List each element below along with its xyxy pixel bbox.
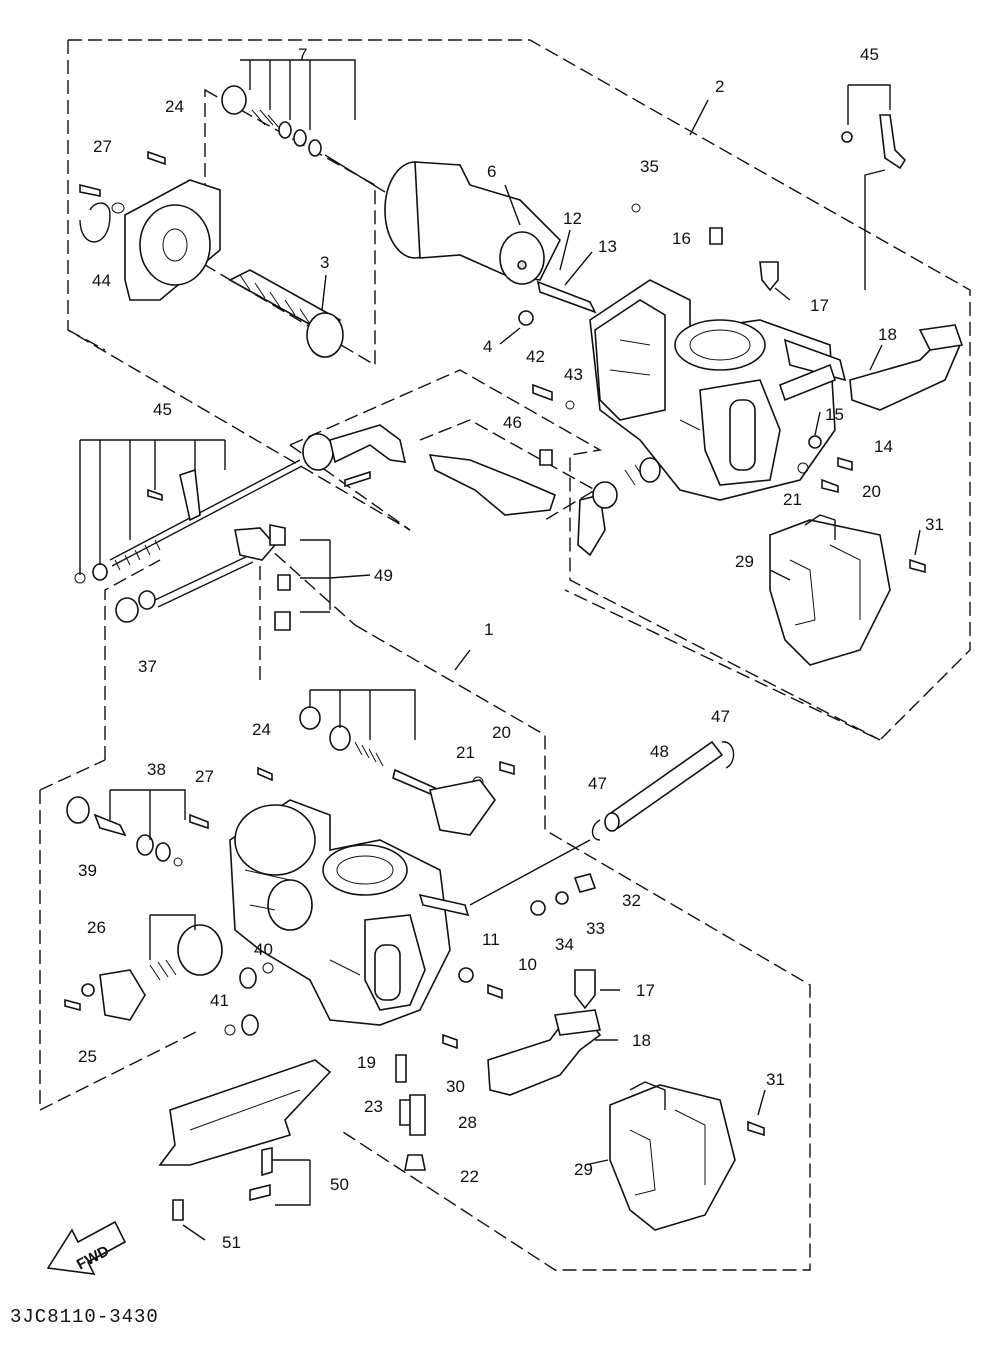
- group-outline-upper: [67, 39, 971, 760]
- callout-29-lower: 29: [574, 1160, 593, 1179]
- callout-48: 48: [650, 742, 669, 761]
- callout-33: 33: [586, 919, 605, 938]
- callout-15: 15: [825, 405, 844, 424]
- callout-22: 22: [460, 1167, 479, 1186]
- callout-2: 2: [715, 77, 724, 96]
- upper-small-parts: [518, 203, 779, 410]
- callout-47-lower: 47: [588, 774, 607, 793]
- leader-lines: [79, 59, 921, 1241]
- callout-17-lower: 17: [636, 981, 655, 1000]
- callout-18-upper: 18: [878, 325, 897, 344]
- callout-31-lower: 31: [766, 1070, 785, 1089]
- callout-11: 11: [482, 930, 500, 949]
- callout-47-upper: 47: [711, 707, 730, 726]
- callout-16: 16: [672, 229, 691, 248]
- callout-49: 49: [374, 566, 393, 585]
- lower-needle-stack: [299, 706, 436, 797]
- callout-14: 14: [874, 437, 893, 456]
- drawing-code: 3JC8110-3430: [10, 1306, 159, 1328]
- callout-19: 19: [357, 1053, 376, 1072]
- callout-44: 44: [92, 271, 111, 290]
- callout-30: 30: [446, 1077, 465, 1096]
- lower-17-18: [487, 969, 602, 1096]
- callout-41: 41: [210, 991, 229, 1010]
- callout-45-upper: 45: [860, 45, 879, 64]
- throttle-shaft-assembly: [74, 459, 303, 631]
- callout-39: 39: [78, 861, 97, 880]
- callout-38: 38: [147, 760, 166, 779]
- callout-17-upper: 17: [810, 296, 829, 315]
- part-3-spring: [228, 269, 344, 358]
- callout-28: 28: [458, 1113, 477, 1132]
- callout-26: 26: [87, 918, 106, 937]
- callout-34: 34: [555, 935, 574, 954]
- callout-24-lower: 24: [252, 720, 271, 739]
- callout-12: 12: [563, 209, 582, 228]
- lower-29-bowl: [609, 1081, 765, 1231]
- callout-29-upper: 29: [735, 552, 754, 571]
- part-18-upper: [849, 324, 964, 411]
- part-48-hose: [469, 740, 735, 906]
- callout-23: 23: [364, 1097, 383, 1116]
- callout-21-lower: 21: [456, 743, 475, 762]
- callout-7: 7: [298, 45, 307, 64]
- part-6-piston: [384, 161, 561, 285]
- linkage-levers: [302, 424, 661, 557]
- callout-1: 1: [484, 620, 493, 639]
- part-7-needle-stack: [221, 85, 386, 193]
- part-29-upper-bowl: [769, 514, 926, 666]
- part-45-upper-right: [841, 114, 907, 290]
- callout-43: 43: [564, 365, 583, 384]
- callout-6: 6: [487, 162, 496, 181]
- fwd-arrow-icon: FWD: [46, 1220, 127, 1275]
- part-38-39-needle: [66, 766, 273, 867]
- upper-fasteners: [797, 435, 853, 494]
- callout-18-lower: 18: [632, 1031, 651, 1050]
- lower-left-parts: [64, 924, 274, 1036]
- callout-24-upper: 24: [165, 97, 184, 116]
- callout-37: 37: [138, 657, 157, 676]
- callout-3: 3: [320, 253, 329, 272]
- callout-42: 42: [526, 347, 545, 366]
- callout-21-upper: 21: [783, 490, 802, 509]
- callout-27-lower: 27: [195, 767, 214, 786]
- callout-40: 40: [254, 940, 273, 959]
- callout-35: 35: [640, 157, 659, 176]
- callout-20-lower: 20: [492, 723, 511, 742]
- callout-4: 4: [483, 337, 492, 356]
- mounting-plate: [158, 1059, 332, 1221]
- callout-45-lower: 45: [153, 400, 172, 419]
- upper-carburetor-assembly: [589, 279, 847, 501]
- lower-fasteners: [395, 760, 597, 1171]
- lower-carburetor-assembly: [229, 799, 470, 1026]
- callout-46: 46: [503, 413, 522, 432]
- callout-13: 13: [598, 237, 617, 256]
- callout-32: 32: [622, 891, 641, 910]
- part-24-top-cover: [124, 179, 221, 301]
- callout-51: 51: [222, 1233, 241, 1252]
- callout-labels: 1 2 3 4 6 7 10 11 12 13 14 15 16 17 18 1…: [78, 45, 944, 1252]
- callout-20-upper: 20: [862, 482, 881, 501]
- callout-31-upper: 31: [925, 515, 944, 534]
- callout-10: 10: [518, 955, 537, 974]
- callout-50: 50: [330, 1175, 349, 1194]
- upper-screws: [79, 150, 166, 243]
- callout-27-upper: 27: [93, 137, 112, 156]
- callout-25: 25: [78, 1047, 97, 1066]
